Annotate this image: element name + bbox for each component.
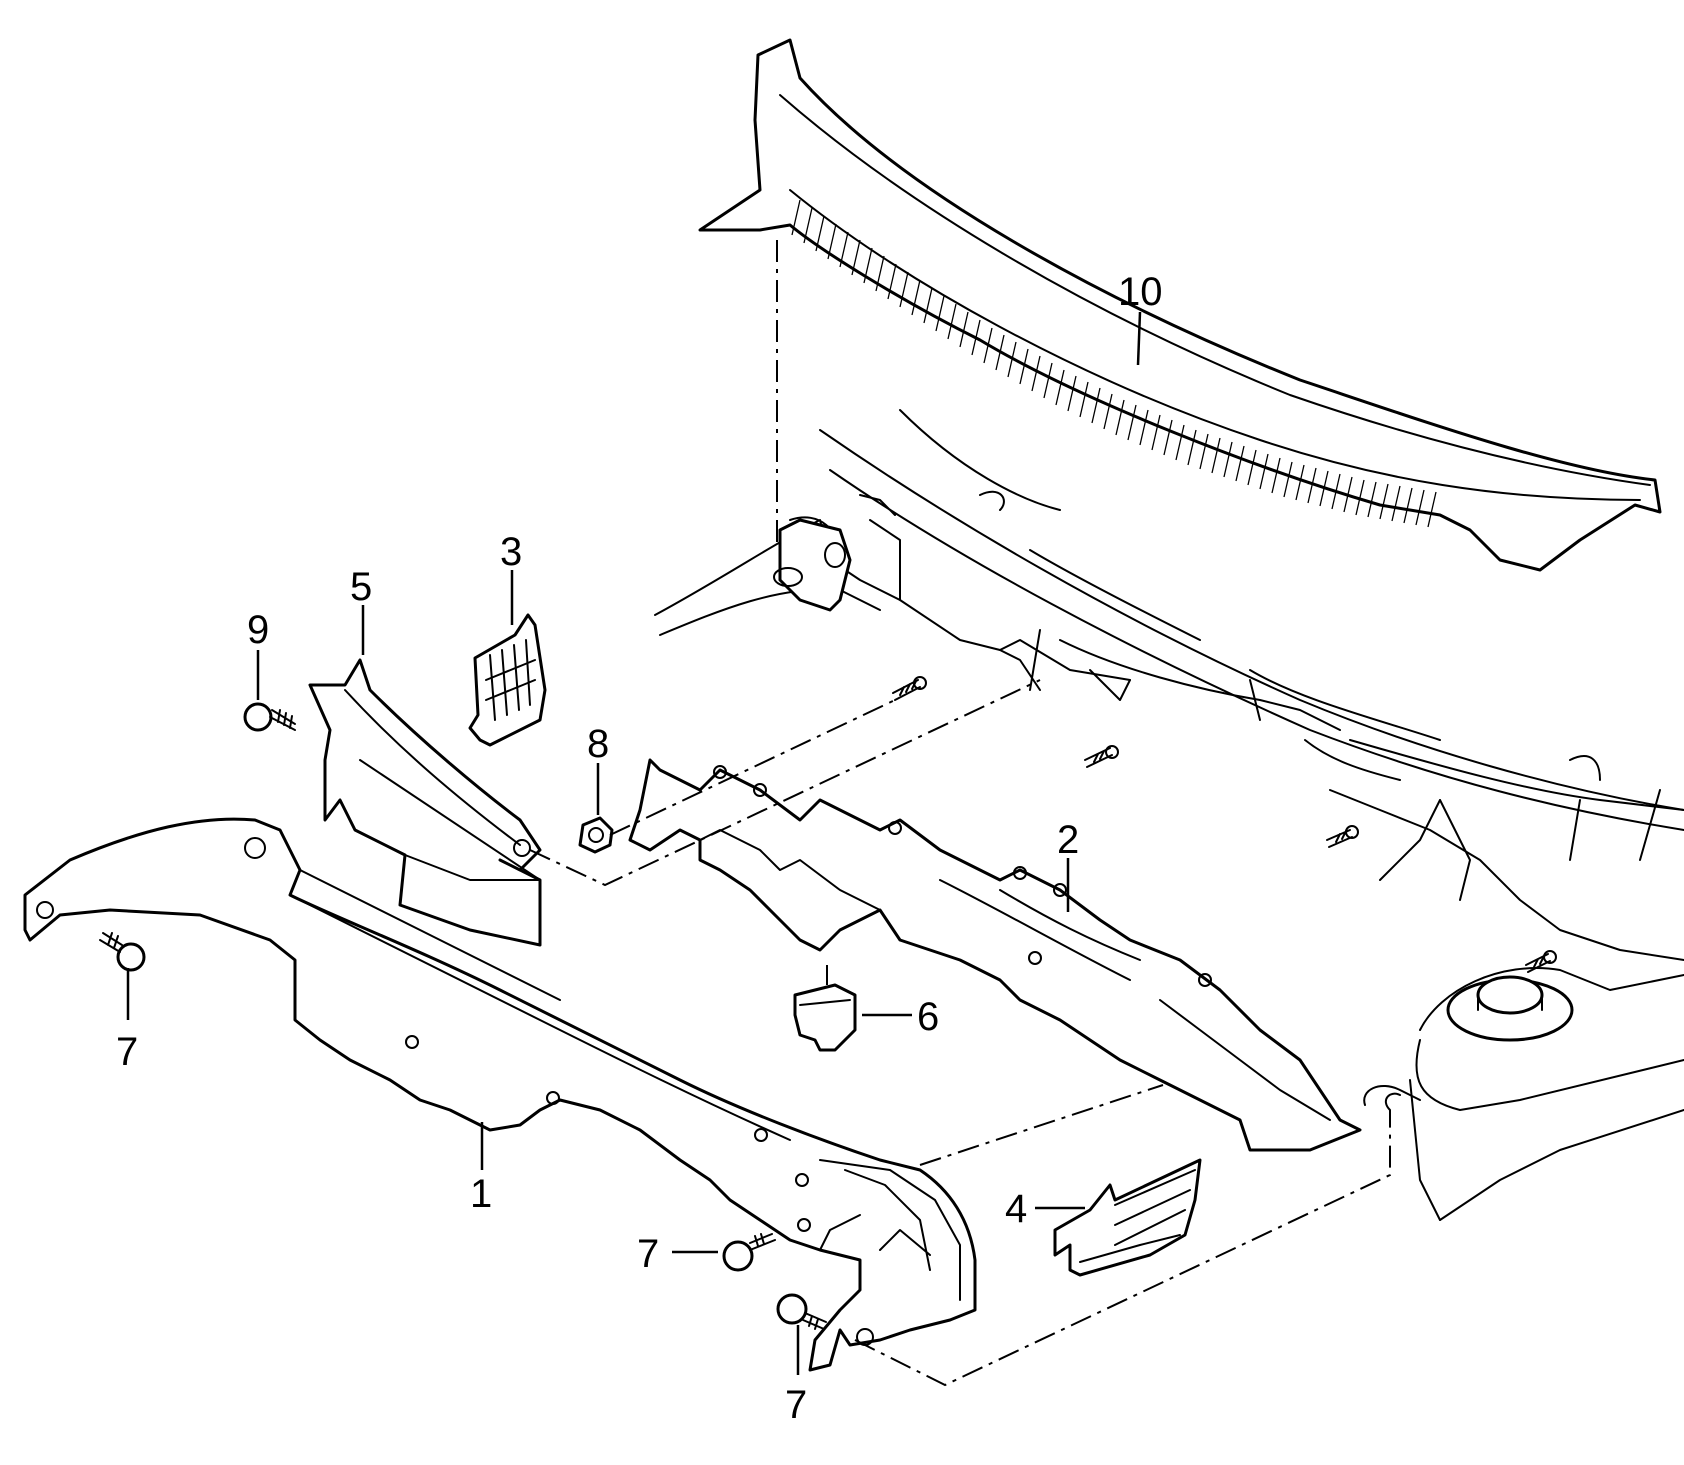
fastener-bolts-body xyxy=(892,676,1557,973)
part-5-side-cover xyxy=(308,658,542,947)
callout-10: 10 xyxy=(1118,270,1163,314)
part-2-water-tray xyxy=(628,758,1362,1152)
fastener-bolt-9 xyxy=(243,702,296,732)
vehicle-body-structure xyxy=(654,409,1684,1221)
callout-1: 1 xyxy=(470,1172,492,1216)
leader-lines xyxy=(126,311,1142,1375)
callout-7-bottom: 7 xyxy=(785,1383,807,1427)
callout-8: 8 xyxy=(587,722,609,766)
callout-labels: 10 3 5 9 8 2 6 7 1 4 7 7 xyxy=(116,270,1163,1427)
callout-2: 2 xyxy=(1057,818,1079,862)
callout-9: 9 xyxy=(247,608,269,652)
callout-7-left: 7 xyxy=(116,1030,138,1074)
part-3-grille-insert xyxy=(468,613,547,747)
fastener-nut-8 xyxy=(578,816,614,854)
callout-3: 3 xyxy=(500,530,522,574)
callout-5: 5 xyxy=(350,565,372,609)
part-6-clip xyxy=(793,983,857,1052)
callout-7-middle: 7 xyxy=(637,1232,659,1276)
part-4-grille-insert xyxy=(1053,1158,1202,1277)
cowl-grille-hatching xyxy=(791,199,1437,528)
callout-4: 4 xyxy=(1005,1187,1027,1231)
part-10-cowl-panel xyxy=(698,38,1662,572)
part-1-water-deflector xyxy=(23,817,977,1372)
alignment-lines xyxy=(529,240,1391,1387)
fastener-bolt-7-middle xyxy=(722,1233,776,1272)
fastener-bolt-7-left xyxy=(99,932,146,972)
fastener-bolt-7-bottom xyxy=(776,1293,827,1330)
callout-6: 6 xyxy=(917,995,939,1039)
